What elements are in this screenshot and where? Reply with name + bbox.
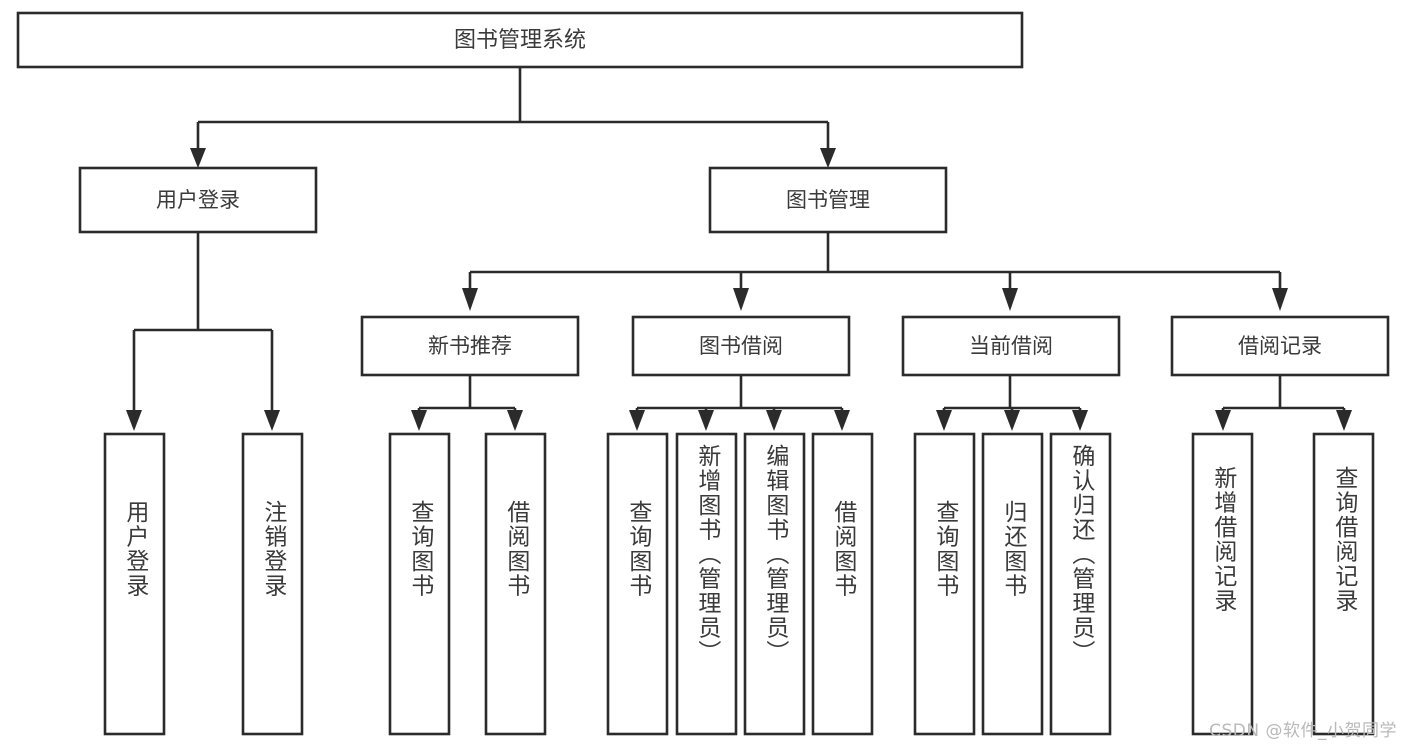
node-current-borrow-box[interactable] [901,315,1121,377]
node-book-mgmt-box[interactable] [708,166,948,234]
node-book-borrow-box[interactable] [631,315,851,377]
node-user-login-box[interactable] [78,166,318,234]
node-user-login[interactable]: 用户登录 [78,166,318,234]
arrowhead-new-book-rec [462,288,478,311]
node-book-mgmt-label: 图书管理 [786,188,870,212]
node-current-borrow[interactable]: 当前借阅 [901,315,1121,377]
node-new-book-rec-box[interactable] [360,315,580,377]
node-leaf-7-box[interactable] [743,432,806,736]
node-leaf-12-box[interactable] [1191,432,1254,736]
arrowhead-book-borrow [733,288,749,311]
node-leaf-11-box[interactable] [1049,432,1112,736]
node-book-mgmt[interactable]: 图书管理 [708,166,948,234]
node-leaf-2-box[interactable] [241,432,304,736]
connector-group-book-mgmt [462,232,1288,311]
node-current-borrow-label: 当前借阅 [969,334,1053,358]
arrowhead-leaf-1 [126,410,142,431]
node-user-login-label: 用户登录 [156,188,240,212]
arrowhead-leaf-6 [698,410,714,431]
arrowhead-leaf-5 [629,410,645,431]
node-root-box[interactable] [16,11,1024,69]
arrowhead-current-borrow [1002,288,1018,311]
arrowhead-leaf-4 [507,410,523,431]
node-leaf-9-box[interactable] [913,432,976,736]
arrowhead-user-login [190,148,206,168]
node-root[interactable]: 图书管理系统 [16,11,1024,69]
node-new-book-rec[interactable]: 新书推荐 [360,315,580,377]
connector-group-new-book-rec [411,375,523,431]
node-book-borrow[interactable]: 图书借阅 [631,315,851,377]
node-leaf-6-box[interactable] [675,432,738,736]
node-root-label: 图书管理系统 [454,28,586,53]
node-borrow-record-box[interactable] [1170,315,1390,377]
node-new-book-rec-label: 新书推荐 [428,334,512,358]
node-leaf-8-box[interactable] [811,432,874,736]
node-leaf-10-box[interactable] [981,432,1044,736]
arrowhead-leaf-8 [834,410,850,431]
connector-group-user-login [126,232,280,431]
node-leaf-3-box[interactable] [388,432,451,736]
arrowhead-leaf-2 [264,410,280,431]
node-leaf-4-box[interactable] [484,432,547,736]
node-borrow-record[interactable]: 借阅记录 [1170,315,1390,377]
arrowhead-leaf-13 [1336,410,1352,431]
node-leaf-1-box[interactable] [103,432,166,736]
connector-group-root [190,67,836,168]
arrowhead-borrow-record [1272,288,1288,311]
arrowhead-leaf-12 [1215,410,1231,431]
node-leaf-5-box[interactable] [606,432,669,736]
arrowhead-leaf-3 [411,410,427,431]
arrowhead-book-mgmt [820,148,836,168]
node-book-borrow-label: 图书借阅 [699,334,783,358]
leaf-boxes [103,432,1375,736]
csdn-watermark: CSDN @软件_小贺同学 [1209,721,1397,741]
arrowhead-leaf-10 [1004,410,1020,431]
node-borrow-record-label: 借阅记录 [1238,334,1322,358]
node-leaf-13-box[interactable] [1312,432,1375,736]
arrowhead-leaf-7 [766,410,782,431]
arrowhead-leaf-11 [1072,410,1088,431]
connector-group-borrow-record [1215,375,1352,431]
arrowhead-leaf-9 [936,410,952,431]
connector-group-current-borrow [936,375,1088,431]
connector-group-book-borrow [629,375,850,431]
